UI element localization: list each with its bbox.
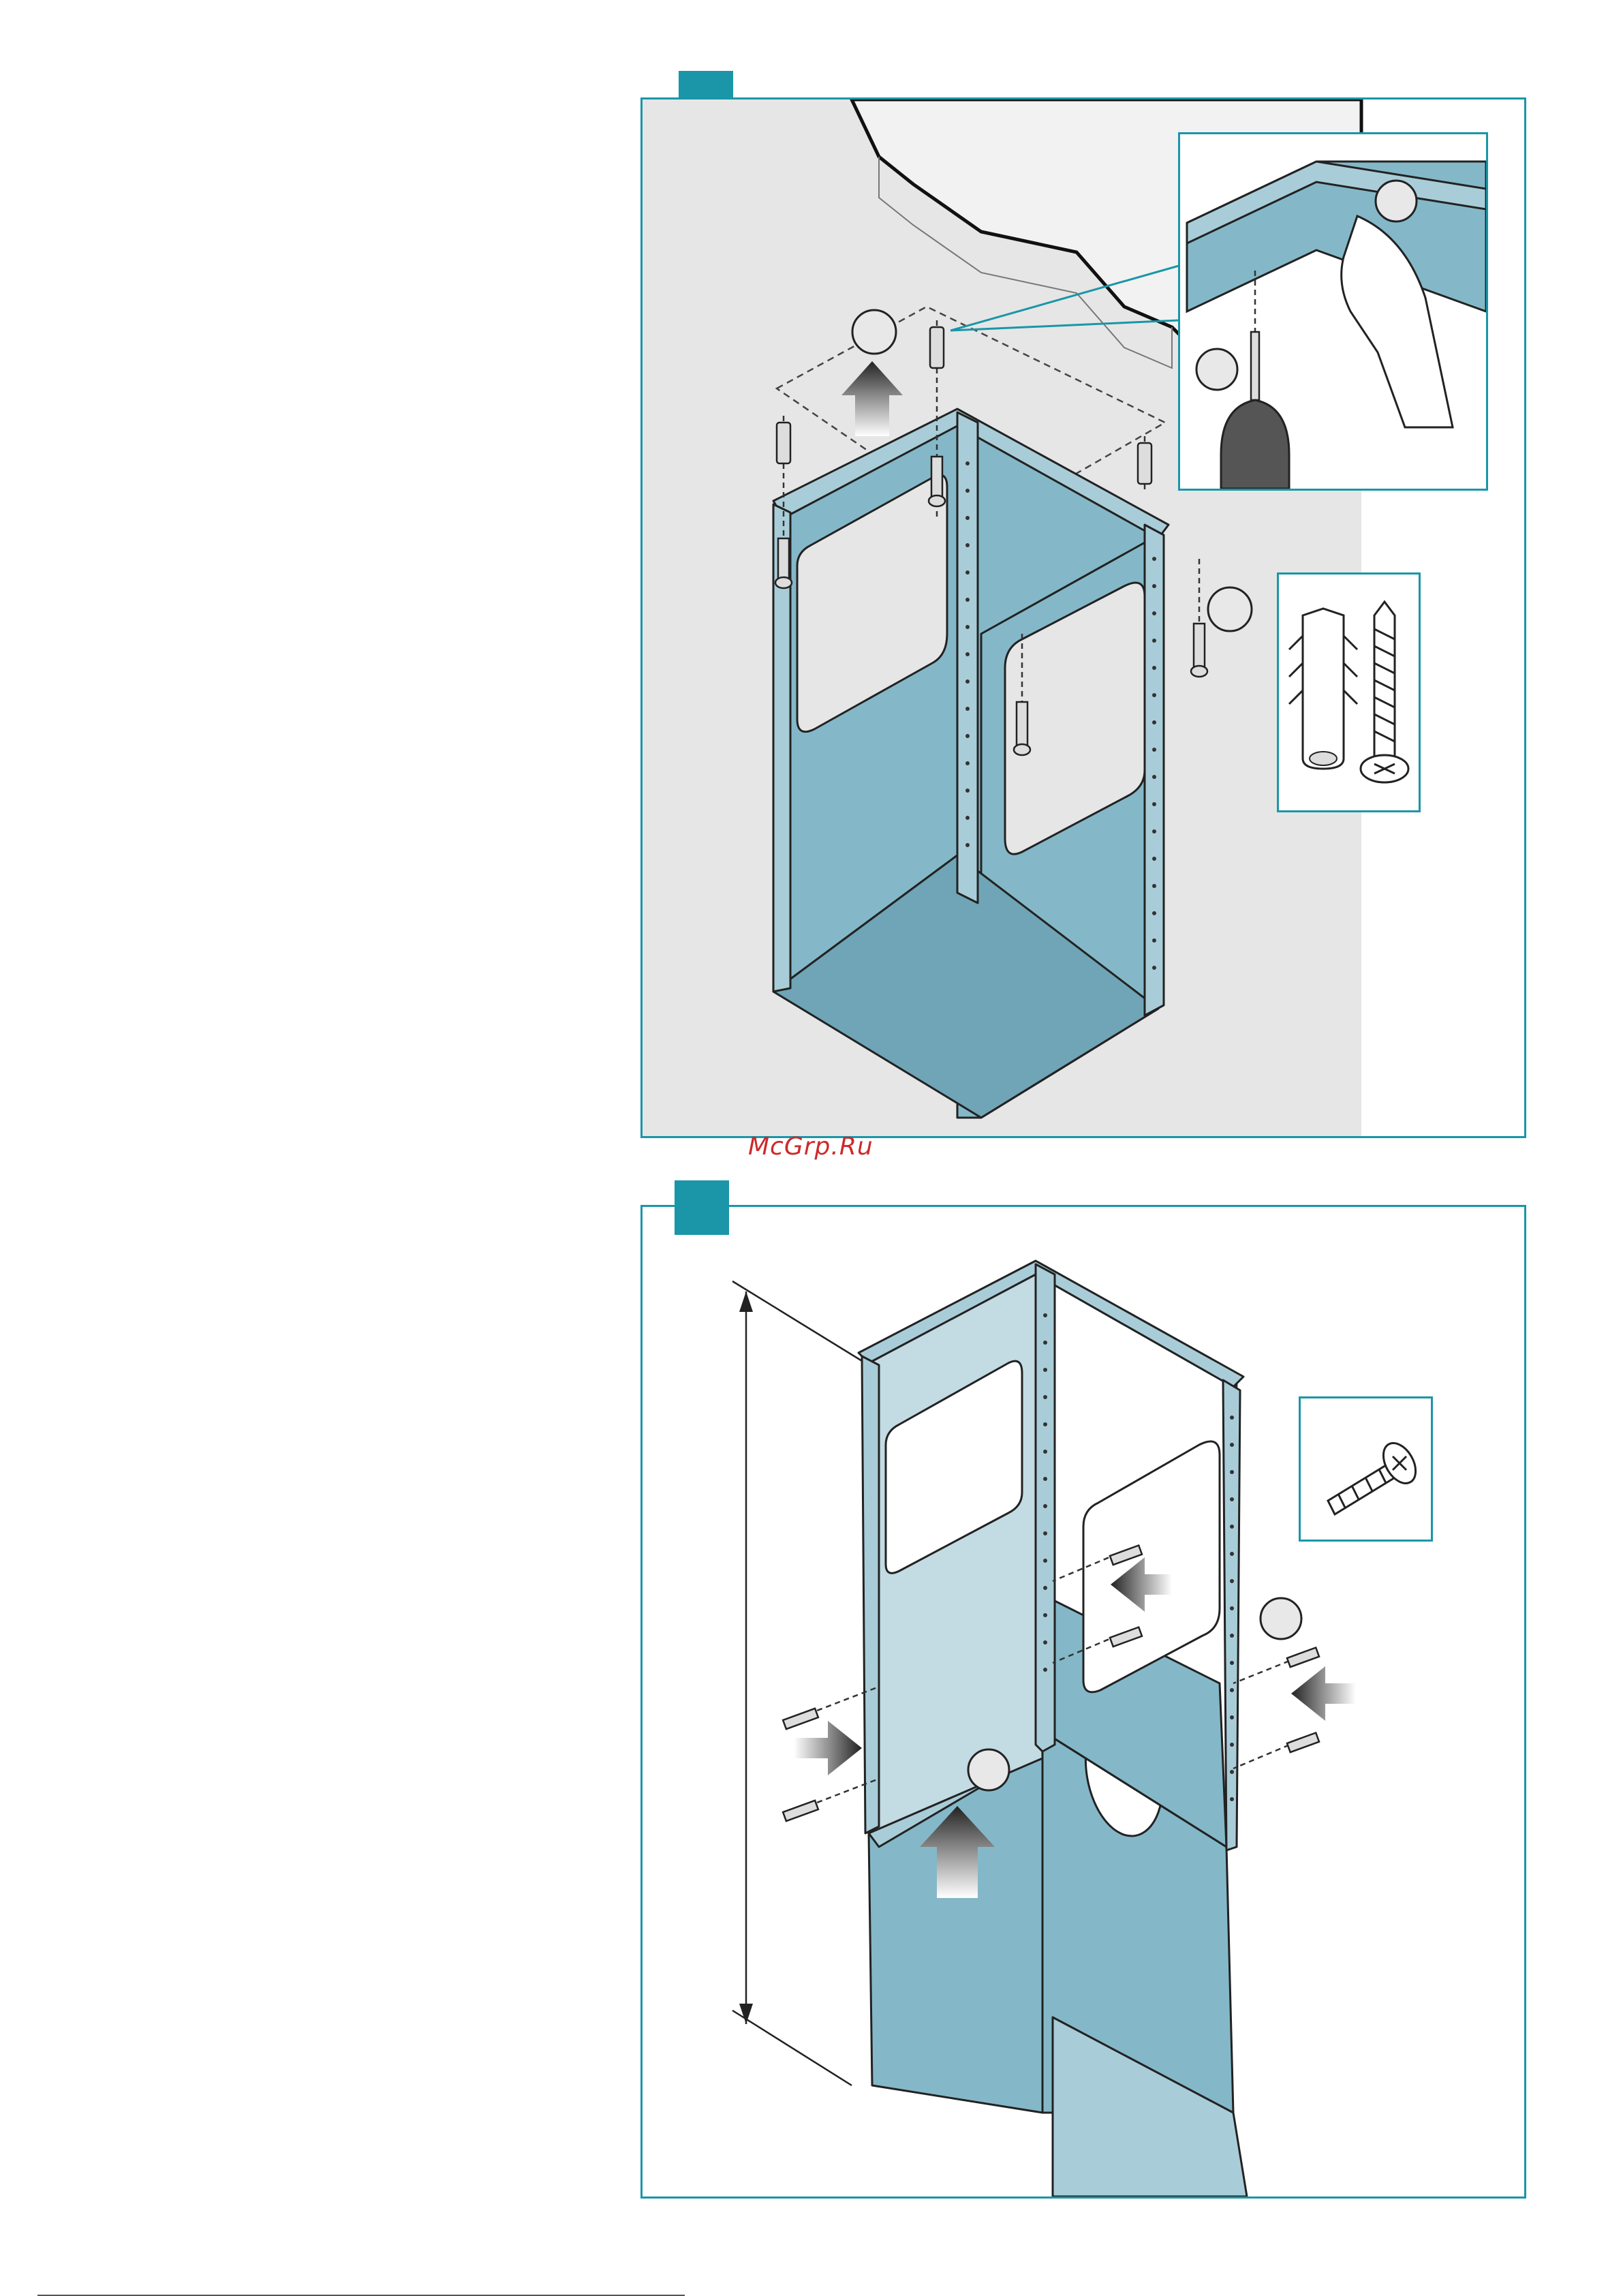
callout-circle: [852, 310, 896, 354]
wall-plug-icon: [1289, 609, 1357, 769]
drill-detail-drawing: [1180, 134, 1486, 489]
drill-bit: [1251, 332, 1259, 400]
step-2-illustration: [732, 1261, 1356, 2196]
callout-circle: [1196, 349, 1237, 390]
duct-frame-1: [773, 409, 1169, 1118]
height-dimension: [732, 1281, 865, 2085]
callout-circle: [968, 1749, 1009, 1790]
watermark: McGrp.Ru: [748, 1133, 874, 1161]
callout-circle: [1261, 1598, 1301, 1639]
drill-detail-inset: [1178, 132, 1488, 491]
screw-icon: [1328, 1437, 1422, 1514]
push-arrow-icon: [1291, 1666, 1356, 1721]
callout-circle: [1376, 181, 1417, 221]
push-arrow-icon: [794, 1721, 862, 1775]
screw-icon: [1361, 602, 1408, 782]
drill-icon: [1221, 400, 1289, 489]
hardware-drawing-1: [1279, 575, 1419, 810]
hardware-drawing-2: [1301, 1398, 1431, 1540]
hardware-inset-2: [1299, 1396, 1433, 1542]
hardware-inset-1: [1277, 572, 1421, 812]
callout-circle: [1208, 587, 1252, 631]
